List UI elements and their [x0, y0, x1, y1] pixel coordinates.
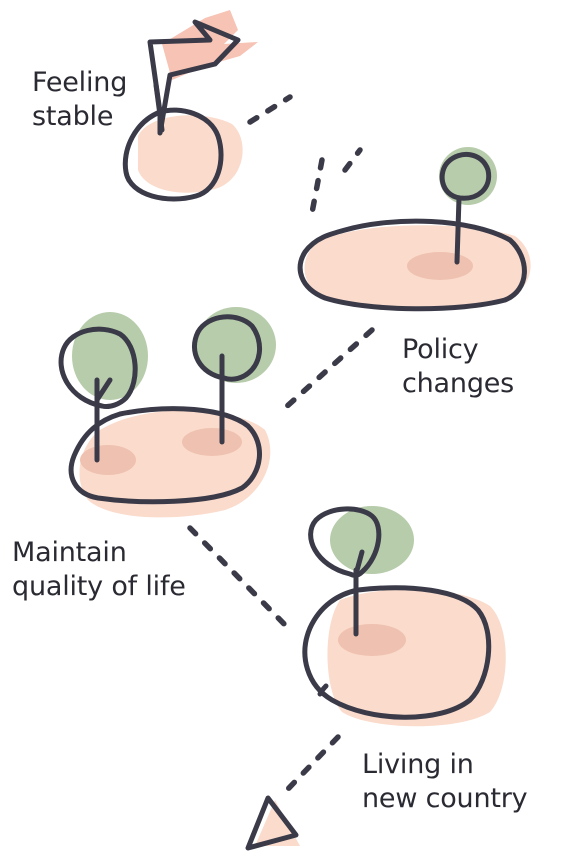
stage-feeling-stable-island [122, 10, 258, 202]
stage-living-island [302, 506, 506, 727]
label-line: Policy [402, 334, 479, 365]
label-line: Living in [362, 749, 474, 780]
stage-maintain-island [58, 307, 276, 518]
triangle-icon [245, 795, 300, 851]
label-line: changes [402, 368, 515, 399]
stage-label-living-new-country: Living in new country [362, 748, 528, 816]
tree-icon [308, 506, 414, 637]
stage-label-feeling-stable: Feeling stable [32, 66, 127, 134]
label-line: new country [362, 783, 528, 814]
flag-icon [147, 19, 241, 136]
label-line: Maintain [12, 537, 127, 568]
tree-icon [439, 147, 497, 265]
two-trees-icon [58, 307, 276, 463]
label-line: quality of life [12, 571, 186, 602]
label-line: stable [32, 101, 114, 132]
stage-label-policy-changes: Policy changes [402, 333, 514, 401]
stage-label-maintain-quality: Maintain quality of life [12, 536, 186, 604]
stage-policy-changes-island [297, 147, 531, 312]
label-line: Feeling [32, 67, 128, 98]
dotted-path [187, 94, 375, 793]
